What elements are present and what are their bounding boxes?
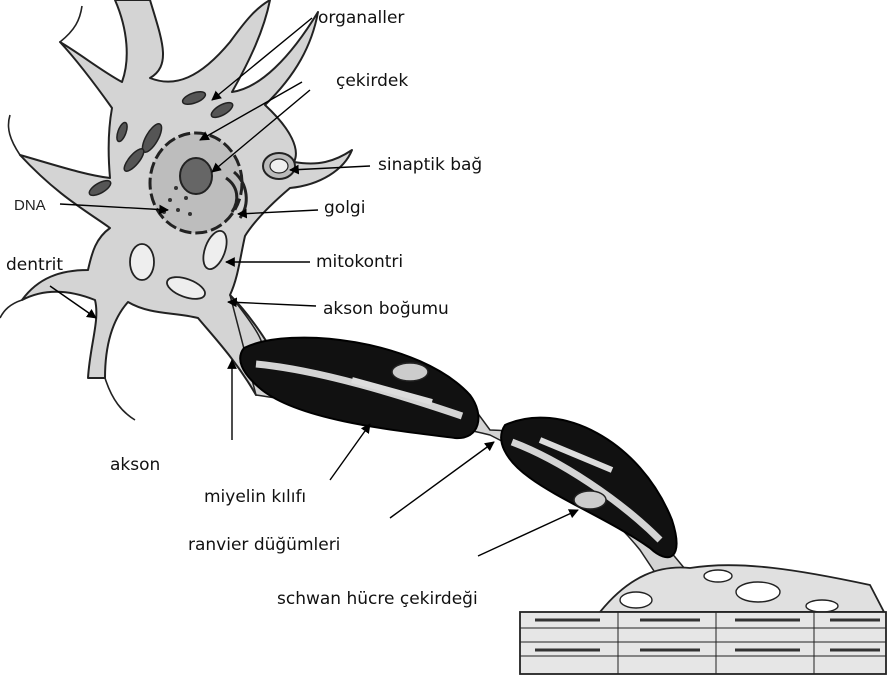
- nucleus: [150, 133, 242, 233]
- label-mitokontri: mitokontri: [316, 252, 403, 272]
- label-miyelin-kilifi: miyelin kılıfı: [204, 487, 306, 507]
- label-schwan: schwan hücre çekirdeği: [277, 589, 478, 609]
- label-akson: akson: [110, 455, 160, 475]
- label-cekirdek: çekirdek: [336, 71, 408, 91]
- synaptic-bouton: [263, 153, 295, 179]
- axon-terminal: [600, 565, 884, 612]
- label-ranvier-dugumleri: ranvier düğümleri: [188, 535, 340, 555]
- label-dentrit: dentrit: [6, 255, 63, 275]
- pointer-akson-bogumu: [228, 302, 316, 306]
- label-dna: DNA: [14, 197, 46, 214]
- pointer-miyelin: [330, 424, 370, 480]
- label-sinaptik-bag: sinaptik bağ: [378, 155, 482, 175]
- label-akson-bogumu: akson boğumu: [323, 299, 449, 319]
- pointer-ranvier: [390, 442, 494, 518]
- label-golgi: golgi: [324, 198, 365, 218]
- myelin-sheath-2: [501, 418, 676, 558]
- myelin-sheath-1: [240, 338, 478, 438]
- muscle-fiber: [520, 612, 886, 674]
- pointer-schwan: [478, 510, 578, 556]
- label-organaller: organaller: [318, 8, 404, 28]
